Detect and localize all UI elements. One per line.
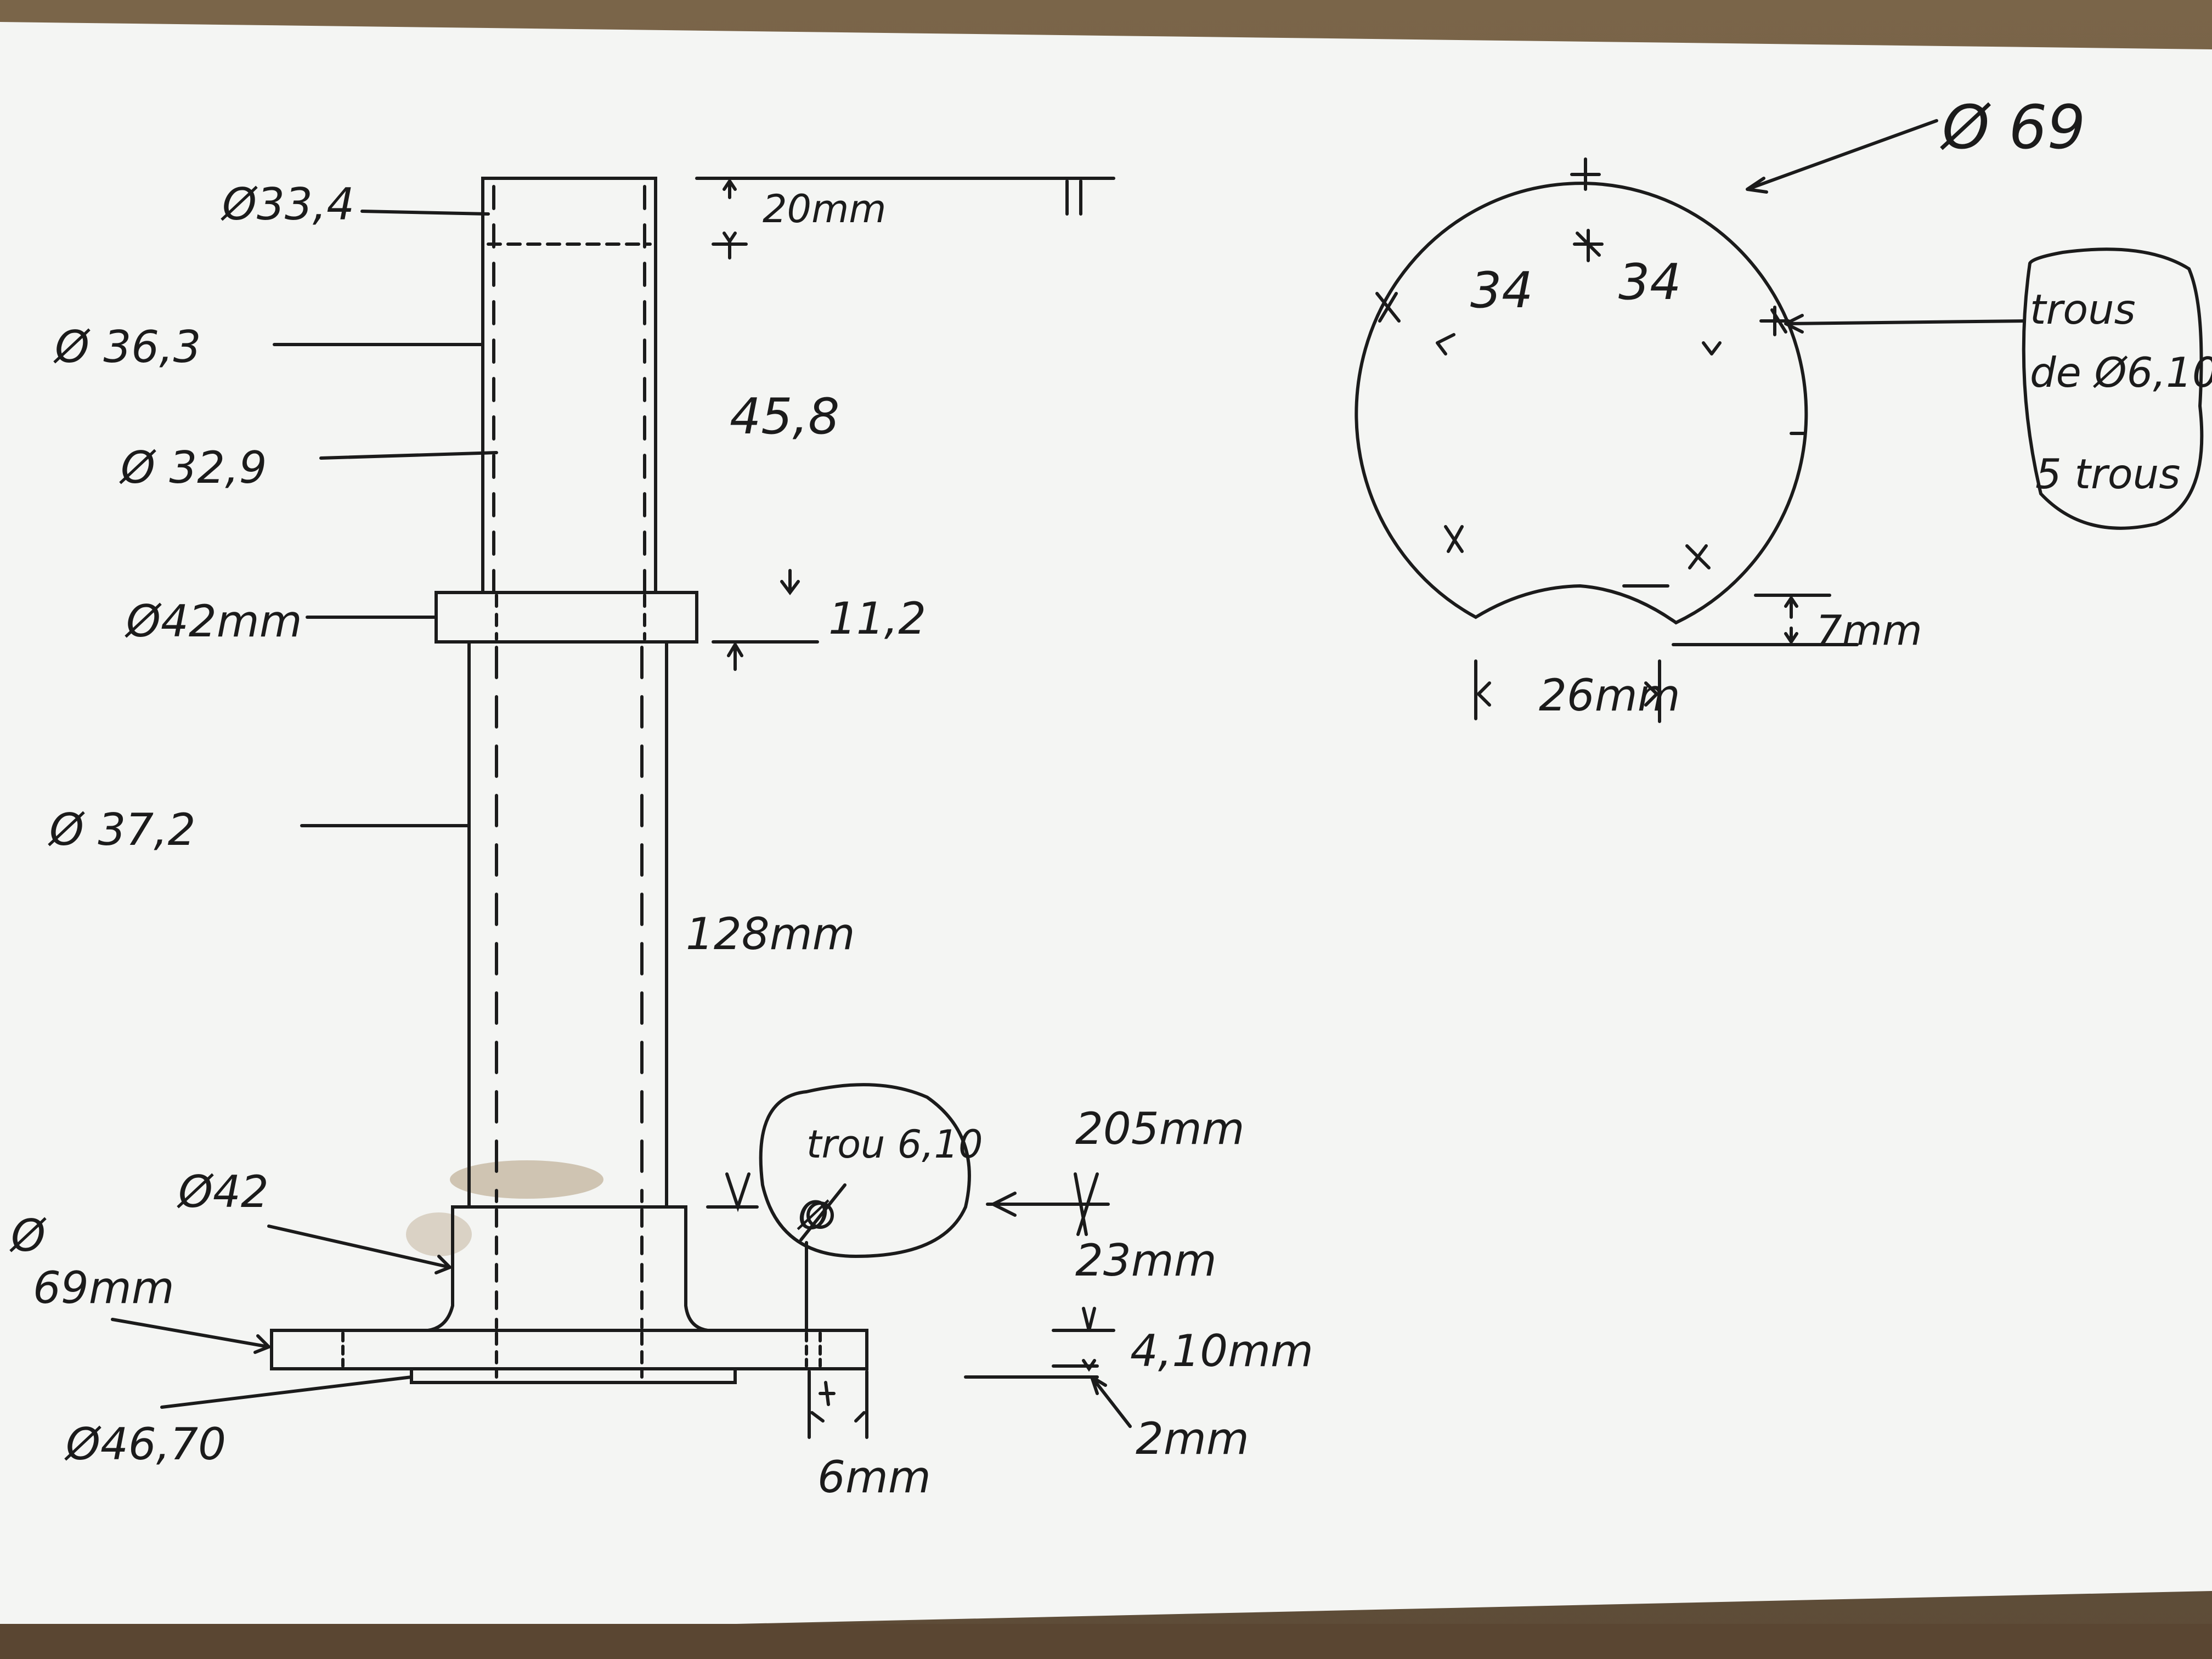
label-dia-36-3: Ø 36,3 (53, 321, 201, 373)
label-hole-note: trou 6,10 (806, 1122, 983, 1167)
label-spacing-right: 34 (1618, 253, 1681, 311)
paper-sheet (0, 22, 2212, 1640)
label-dim-45-8: 45,8 (730, 388, 839, 445)
label-dim-128mm: 128mm (686, 909, 855, 960)
leader-holes-note (1784, 314, 2026, 334)
label-notch-depth: 7mm (1816, 606, 1922, 654)
leader-dia-46-70 (160, 1375, 413, 1409)
hole-marker-bottom-right (1685, 544, 1711, 569)
label-dia-42-step: Ø42 (177, 1166, 269, 1217)
dim-notch-depth-arrows (1784, 595, 1798, 645)
label-dia-46-70: Ø46,70 (64, 1419, 226, 1470)
table-edge (0, 1624, 2212, 1659)
label-dim-23mm: 23mm (1075, 1235, 1217, 1286)
stain-mark-2 (406, 1212, 472, 1256)
label-dia-33-4: Ø33,4 (221, 179, 354, 230)
label-dia-32-9: Ø 32,9 (119, 442, 267, 493)
hole-note-circle (806, 1201, 834, 1229)
label-dim-6mm: 6mm (817, 1452, 931, 1503)
dim-arrow-collar (727, 569, 800, 671)
label-dim-2mm: 2mm (1136, 1413, 1249, 1464)
label-holes-note-line2: de Ø6,10 (2030, 348, 2212, 397)
label-dim-4-10mm: 4,10mm (1130, 1325, 1313, 1376)
label-holes-note-line1: trous (2030, 285, 2136, 334)
spacing-arrow-left (1436, 333, 1455, 356)
dim-hole-edge (808, 1370, 868, 1439)
label-dia-42-collar: Ø42mm (125, 596, 302, 647)
label-dia-flange-mark: Ø (9, 1210, 47, 1261)
hole-marker-right (1759, 306, 1790, 336)
hole-marker-left (1375, 292, 1401, 323)
hole-note-bubble (759, 1083, 971, 1259)
dim-arrow-flange (1082, 1307, 1096, 1372)
dim-tick-top-right (1065, 179, 1082, 216)
label-hole-note-symbol: Ø (797, 1193, 830, 1238)
holes-note-bubble (2022, 247, 2204, 530)
label-dim-205mm: 205mm (1075, 1103, 1245, 1154)
hole-note-slash (799, 1183, 847, 1242)
spacing-arrow-right (1702, 341, 1722, 356)
leader-spigot-2mm (1090, 1375, 1132, 1428)
leader-dia-33-4 (360, 210, 490, 216)
hole-marker-top (1570, 157, 1601, 191)
hole-marker-bottom-left (1444, 525, 1464, 553)
hole-marker-center (1573, 229, 1604, 262)
flange-top-view-outline (1355, 182, 1808, 625)
label-spacing-left: 34 (1470, 262, 1533, 319)
label-dia-69-flange: 69mm (33, 1262, 174, 1313)
label-holes-note-line3: 5 trous (2035, 450, 2180, 498)
label-notch-width: 26mm (1539, 670, 1680, 721)
leader-dia-32-9 (319, 451, 498, 460)
dim-notch-width (1474, 659, 1661, 723)
dim-arrow-total-right (991, 1172, 1099, 1236)
leader-dia-42-step (267, 1224, 453, 1274)
leader-dia-69 (111, 1318, 272, 1354)
dim-arrow-total-left (725, 1172, 751, 1212)
label-outer-diameter: Ø 69 (1940, 92, 2086, 162)
label-dia-37-2: Ø 37,2 (48, 804, 196, 855)
stain-mark (450, 1160, 603, 1199)
label-dim-20mm: 20mm (763, 187, 886, 232)
dim-arrow-top-recess (723, 178, 737, 259)
label-dim-11-2: 11,2 (828, 593, 926, 644)
leader-outer-diameter (1746, 119, 1938, 194)
